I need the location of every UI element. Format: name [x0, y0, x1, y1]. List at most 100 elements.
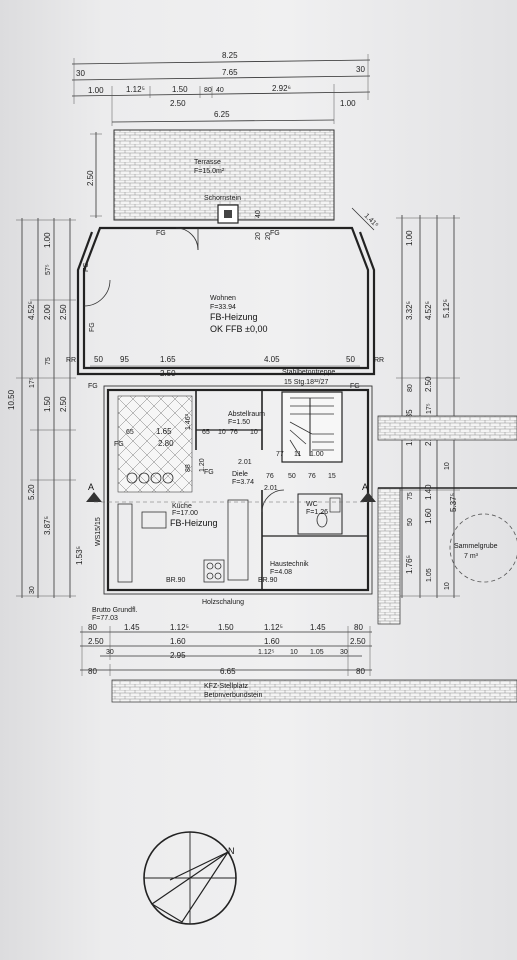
dim-b1-0: 80	[88, 623, 97, 632]
dim-liv-2: 1.65	[160, 355, 176, 364]
dim-top-r3-1: 1.12⁵	[126, 85, 145, 94]
dim-k-6: 10	[250, 429, 258, 436]
dim-left-l3: 2.50	[59, 396, 68, 412]
dim-h-3: 2.01	[238, 459, 252, 466]
dim-liv-1: 95	[120, 355, 129, 364]
wc-area: F=1.26	[306, 509, 328, 516]
dim-b2-2: 1.60	[264, 637, 280, 646]
fg-hall: FG	[204, 469, 214, 476]
dim-top-right: 30	[356, 65, 365, 74]
utility-name: Haustechnik	[270, 561, 309, 568]
dim-top-r3-4: 40	[216, 87, 224, 94]
north-label: N	[228, 846, 235, 856]
top-dimension-chain: 8.25 30 7.65 30 1.00 1.12⁵ 1.50 80 40 2.…	[71, 51, 371, 126]
dim-h-2: 1.00	[310, 451, 324, 458]
dim-right-l12: 50	[407, 518, 414, 526]
dim-left-l5: 30	[29, 586, 36, 594]
terrace-door-swing	[175, 227, 199, 251]
kitchen-area: F=17.00	[172, 510, 198, 517]
left-dimension-chain: 10.50 1.00 4.52⁵ 2.00 57⁵ 2.50 75 17⁵ 5.…	[7, 132, 102, 598]
cesspit-outline	[449, 513, 517, 583]
kitchen-name: Küche	[172, 503, 192, 510]
dim-b3-3: 10	[290, 649, 298, 656]
gross-area-name: Brutto Grundfl.	[92, 607, 138, 614]
dim-b2-3: 2.50	[350, 637, 366, 646]
br90-kitchen: BR.90	[166, 577, 186, 584]
utility-area: F=4.08	[270, 569, 292, 576]
dim-top-r3-0: 1.00	[88, 86, 104, 95]
dim-left-u6: 17⁵	[29, 377, 36, 388]
fg-living-4: FG	[83, 262, 90, 272]
dim-overall: 8.25	[222, 51, 238, 60]
dim-top-r3b-0: 2.50	[170, 99, 186, 108]
dim-v-1: 1.20	[199, 458, 206, 472]
section-marker-left	[86, 492, 102, 502]
dim-top-r3-5: 2.92⁶	[272, 84, 291, 93]
ground-floor-block: Abstellraum F=1.50 Stahlbetontreppe 15 S…	[86, 369, 376, 595]
living-area: F=33.94	[210, 304, 236, 311]
parking-name: KFZ-Stellplatz	[204, 683, 248, 690]
parking-surface: Betonverbundstein	[204, 692, 262, 699]
dim-left-u4: 2.50	[59, 304, 68, 320]
dim-top-left: 30	[76, 69, 85, 78]
dim-right-l1: 2.50	[424, 376, 433, 392]
dim-terrace-small-1: 20	[255, 232, 262, 240]
dim-left-u3: 57⁵	[45, 264, 52, 275]
living-heating: FB-Heizung	[210, 312, 258, 322]
dim-b3-4: 1.05	[310, 649, 324, 656]
dim-h-1: 11	[294, 451, 301, 458]
dim-right-u1: 3.32⁵	[405, 301, 414, 320]
dim-right-u3: 5.12⁵	[442, 299, 451, 318]
dim-right-l9: 75	[407, 492, 414, 500]
dim-top-r3-2: 1.50	[172, 85, 188, 94]
dim-b1-1: 1.45	[124, 623, 140, 632]
section-marker-right	[360, 492, 376, 502]
dim-b1-4: 1.12⁵	[264, 623, 283, 632]
storage-area: F=1.50	[228, 419, 250, 426]
dim-h-5: 50	[288, 473, 296, 480]
dim-top-r3b-1: 1.00	[340, 99, 356, 108]
parking-strip: KFZ-Stellplatz Betonverbundstein	[111, 679, 517, 703]
dim-b1-6: 80	[354, 623, 363, 632]
dim-right-l10: 1.60	[424, 508, 433, 524]
dim-right-u0: 1.00	[405, 230, 414, 246]
side-door-swing	[83, 279, 111, 307]
fg-kitchen: FG	[114, 441, 124, 448]
stairs-name: Stahlbetontreppe	[282, 369, 335, 376]
dim-right-u2: 4.52⁵	[424, 301, 433, 320]
dim-k-0: 65	[126, 429, 134, 436]
wc-name: WC	[306, 501, 318, 508]
dim-left-l4: 1.53⁵	[75, 546, 84, 565]
dim-k-5: 76	[230, 429, 238, 436]
dim-h-8: 2.01	[264, 485, 278, 492]
dim-right-l6: 1.40	[424, 484, 433, 500]
dim-left-u1: 4.52⁵	[27, 301, 36, 320]
chimney-flue	[224, 210, 232, 218]
dim-b3-5: 30	[340, 649, 348, 656]
kitchen: Küche F=17.00 FB-Heizung	[117, 472, 249, 583]
formwork-label: Holzschalung	[202, 599, 244, 606]
dim-b2-1: 1.60	[170, 637, 186, 646]
rr-left: RR	[66, 357, 76, 364]
dim-left-u5: 75	[45, 357, 52, 365]
dim-terrace-small-0: 40	[255, 210, 262, 218]
section-right-label: A	[362, 482, 368, 492]
dim-h-7: 15	[328, 473, 336, 480]
dim-left-l1: 3.87⁵	[43, 516, 52, 535]
hall-area: F=3.74	[232, 479, 254, 486]
storage-name: Abstellraum	[228, 411, 265, 418]
dim-right-l3: 17⁵	[426, 403, 433, 414]
tiled-area	[117, 395, 193, 493]
side-annex: Sammelgrube 7 m³	[377, 415, 517, 625]
dim-top-r4: 6.25	[214, 110, 230, 119]
dim-k-2: 2.80	[158, 439, 174, 448]
dim-b4-0: 80	[88, 667, 97, 676]
dim-right-l13: 1.76⁵	[405, 555, 414, 574]
kitchen-heating: FB-Heizung	[170, 518, 218, 528]
dim-liv-0: 50	[94, 355, 103, 364]
dim-left-terrace: 2.50	[86, 170, 95, 186]
dim-top-mid: 7.65	[222, 68, 238, 77]
dim-right-l14: 1.05	[426, 568, 433, 582]
